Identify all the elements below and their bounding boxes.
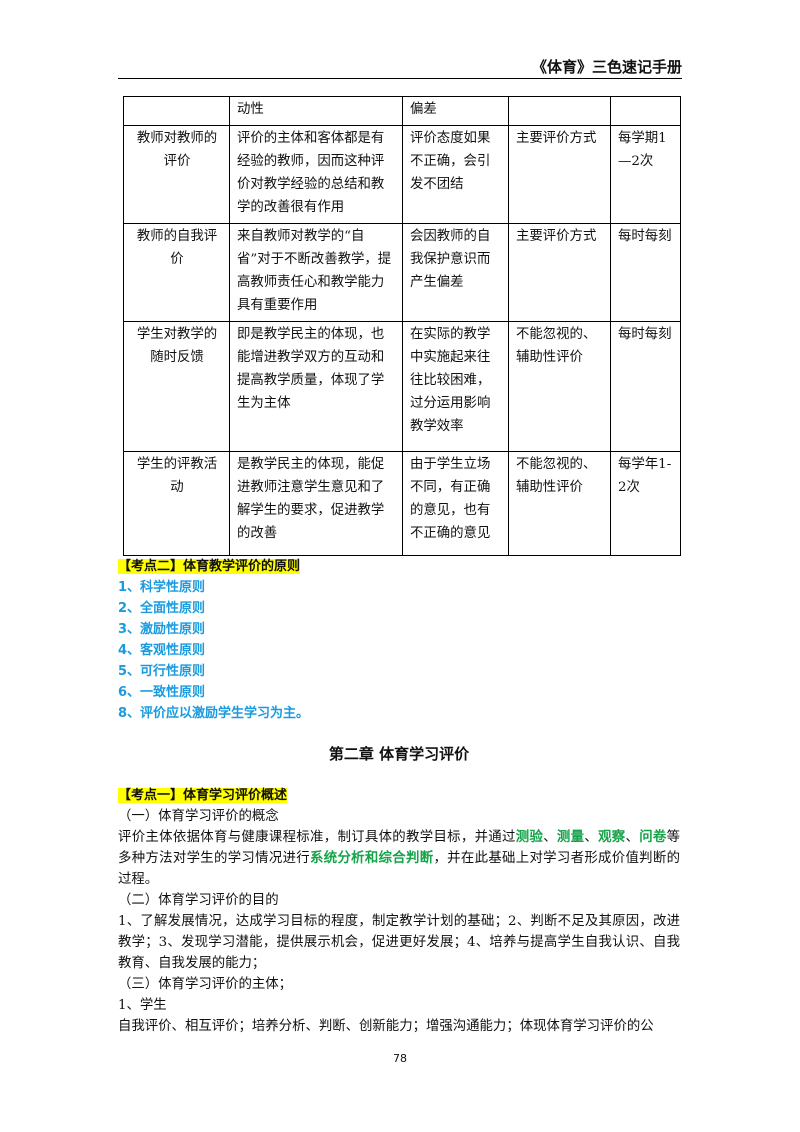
subheading: （二）体育学习评价的目的: [118, 893, 279, 908]
table-row: 教师对教师的评价 评价的主体和客体都是有经验的教师，因而这种评价对教学经验的总结…: [123, 125, 681, 224]
paragraph: 1、学生: [118, 998, 167, 1013]
table-cell: 每学期1—2次: [610, 125, 681, 224]
keyword: 观察: [598, 830, 626, 845]
keyword: 测验: [515, 830, 544, 845]
table-cell: 主要评价方式: [508, 125, 611, 224]
text-span: ，并在此基础上对学习者形成价值判断的过程。: [118, 851, 681, 887]
page-content: 【考点二】体育教学评价的原则 1、科学性原则 2、全面性原则 3、激励性原则 4…: [118, 556, 680, 1037]
text-span: 、: [543, 830, 557, 845]
page-header-title: 《体育》三色速记手册: [531, 58, 682, 76]
table-cell: 主要评价方式: [508, 223, 611, 322]
list-item: 4、客观性原则: [118, 643, 206, 658]
table-row: 动性 偏差: [123, 96, 681, 126]
table-cell: 动性: [229, 96, 403, 126]
table-row: 教师的自我评价 来自教师对教学的“自省”对于不断改善教学，提高教师责任心和教学能…: [123, 223, 681, 322]
list-item: 1、科学性原则: [118, 580, 206, 595]
table-cell: 学生对教学的随时反馈: [123, 321, 230, 452]
paragraph: 自我评价、相互评价；培养分析、判断、创新能力；增强沟通能力；体现体育学习评价的公: [118, 1019, 654, 1034]
highlight-heading: 【考点二】体育教学评价的原则: [118, 559, 301, 574]
subheading: （一）体育学习评价的概念: [118, 809, 279, 824]
keyword: 问卷: [639, 830, 667, 845]
section-heading: 【考点一】体育学习评价概述: [118, 785, 680, 806]
table-cell: 教师的自我评价: [123, 223, 230, 322]
evaluation-table: 动性 偏差 教师对教师的评价 评价的主体和客体都是有经验的教师，因而这种评价对教…: [123, 96, 681, 556]
table-cell: 每时每刻: [610, 223, 681, 322]
header-divider: [118, 78, 682, 79]
table-cell: 由于学生立场不同，有正确的意见，也有不正确的意见: [402, 451, 509, 556]
table-cell: 学生的评教活动: [123, 451, 230, 556]
list-item: 2、全面性原则: [118, 601, 206, 616]
table-cell: 教师对教师的评价: [123, 125, 230, 224]
table-cell: [123, 96, 230, 126]
table-cell: 是教学民主的体现，能促进教师注意学生意见和了解学生的要求，促进教学的改善: [229, 451, 403, 556]
principles-list: 1、科学性原则 2、全面性原则 3、激励性原则 4、客观性原则 5、可行性原则 …: [118, 577, 680, 724]
table-cell: 评价态度如果不正确，会引发不团结: [402, 125, 509, 224]
keyword: 系统分析和综合判断: [310, 851, 434, 866]
table-cell: 不能忽视的、辅助性评价: [508, 451, 611, 556]
table-cell: [610, 96, 681, 126]
text-span: 等多种方法对学生的学习情况进行: [118, 830, 681, 866]
text-span: 评价主体依据体育与健康课程标准，制订具体的教学目标，并通过: [118, 830, 516, 845]
chapter-title: 第二章 体育学习评价: [328, 745, 470, 763]
list-item: 5、可行性原则: [118, 664, 206, 679]
keyword: 测量: [556, 830, 585, 845]
table-cell: 偏差: [402, 96, 509, 126]
section-heading: 【考点二】体育教学评价的原则: [118, 556, 680, 577]
table-row: 学生的评教活动 是教学民主的体现，能促进教师注意学生意见和了解学生的要求，促进教…: [123, 451, 681, 556]
paragraph: 评价主体依据体育与健康课程标准，制订具体的教学目标，并通过测验、测量、观察、问卷…: [118, 827, 680, 890]
text-span: 、: [625, 830, 640, 845]
table-cell: 每时每刻: [610, 321, 681, 452]
table-cell: 会因教师的自我保护意识而产生偏差: [402, 223, 509, 322]
subheading: （三）体育学习评价的主体；: [118, 977, 293, 992]
list-item: 3、激励性原则: [118, 622, 206, 637]
table-cell: [508, 96, 611, 126]
list-item: 6、一致性原则: [118, 685, 206, 700]
table-cell: 即是教学民主的体现，也能增进教学双方的互动和提高教学质量，体现了学生为主体: [229, 321, 403, 452]
highlight-heading: 【考点一】体育学习评价概述: [118, 788, 288, 803]
table-cell: 每学年1-2次: [610, 451, 681, 556]
table-cell: 在实际的教学中实施起来往往比较困难，过分运用影响教学效率: [402, 321, 509, 452]
table-row: 学生对教学的随时反馈 即是教学民主的体现，也能增进教学双方的互动和提高教学质量，…: [123, 321, 681, 452]
list-item: 8、评价应以激励学生学习为主。: [118, 706, 310, 721]
paragraph: 1、了解发展情况，达成学习目标的程度，制定教学计划的基础；2、判断不足及其原因，…: [118, 914, 680, 971]
text-span: 、: [584, 830, 599, 845]
page-number: 78: [393, 1052, 407, 1065]
table-cell: 来自教师对教学的“自省”对于不断改善教学，提高教师责任心和教学能力具有重要作用: [229, 223, 403, 322]
table-cell: 评价的主体和客体都是有经验的教师，因而这种评价对教学经验的总结和教学的改善很有作…: [229, 125, 403, 224]
table-cell: 不能忽视的、辅助性评价: [508, 321, 611, 452]
